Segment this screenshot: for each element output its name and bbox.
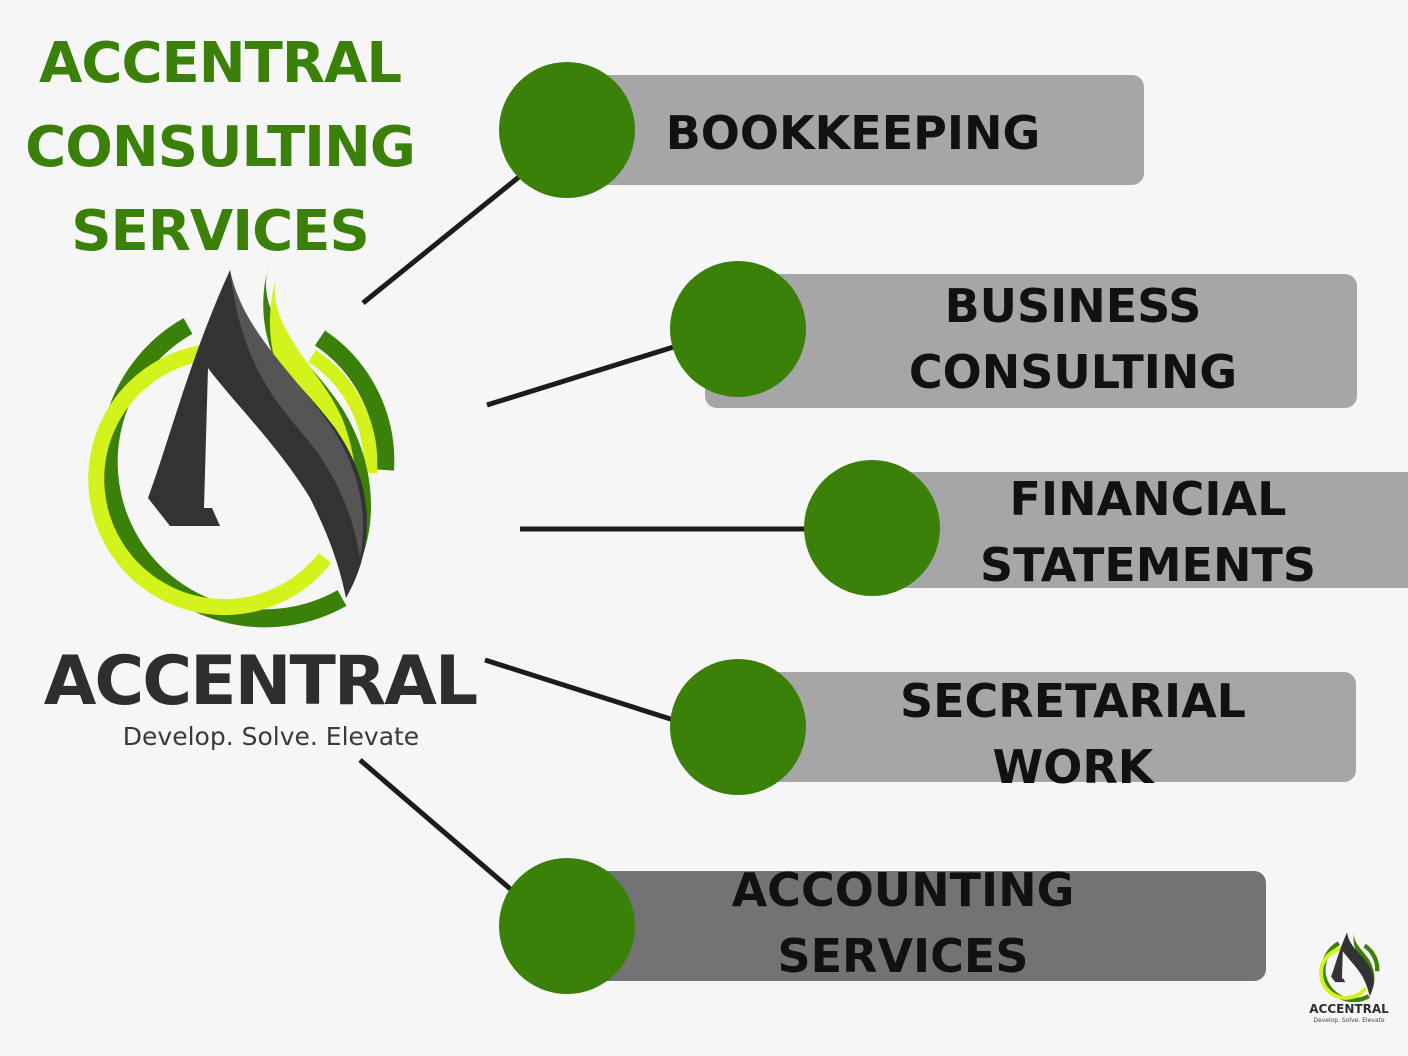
brand-tagline: Develop. Solve. Elevate <box>122 722 420 751</box>
service-dot-secretarial-work <box>670 659 806 795</box>
connector-accounting-services <box>358 758 517 895</box>
service-dot-bookkeeping <box>499 62 635 198</box>
service-dot-accounting-services <box>499 858 635 994</box>
page-title: ACCENTRAL CONSULTING SERVICES <box>0 22 440 274</box>
accentral-small-logo-icon <box>1319 930 1380 1003</box>
brand-block: ACCENTRAL Develop. Solve. Elevate <box>40 642 480 752</box>
service-dot-business-consulting <box>670 261 806 397</box>
service-pill-bookkeeping <box>560 75 1144 185</box>
corner-logo: ACCENTRAL Develop. Solve. Elevate <box>1308 930 1390 1030</box>
connector-secretarial-work <box>484 657 681 725</box>
service-pill-accounting-services <box>548 871 1266 981</box>
service-label-secretarial-work: SECRETARIAL WORK <box>899 674 1246 794</box>
brand-name: ACCENTRAL <box>43 642 479 721</box>
service-dot-financial-statements <box>804 460 940 596</box>
title-line-1: ACCENTRAL <box>39 31 402 96</box>
service-pill-financial-statements <box>862 472 1408 588</box>
service-label-business-consulting: BUSINESS CONSULTING <box>908 279 1238 399</box>
service-label-bookkeeping: BOOKKEEPING <box>665 106 1041 160</box>
corner-brand-tagline: Develop. Solve. Elevate <box>1313 1017 1385 1024</box>
service-pill-secretarial-work <box>720 672 1356 782</box>
connector-business-consulting <box>486 342 681 408</box>
title-line-2: CONSULTING <box>25 115 416 180</box>
service-label-accounting-services: ACCOUNTING SERVICES <box>731 863 1075 983</box>
accentral-logo-icon <box>88 262 395 628</box>
corner-brand-name: ACCENTRAL <box>1309 1002 1389 1016</box>
service-label-financial-statements: FINANCIAL STATEMENTS <box>980 472 1316 592</box>
connector-bookkeeping <box>361 166 532 305</box>
title-line-3: SERVICES <box>71 199 370 264</box>
service-pill-business-consulting <box>705 274 1357 408</box>
